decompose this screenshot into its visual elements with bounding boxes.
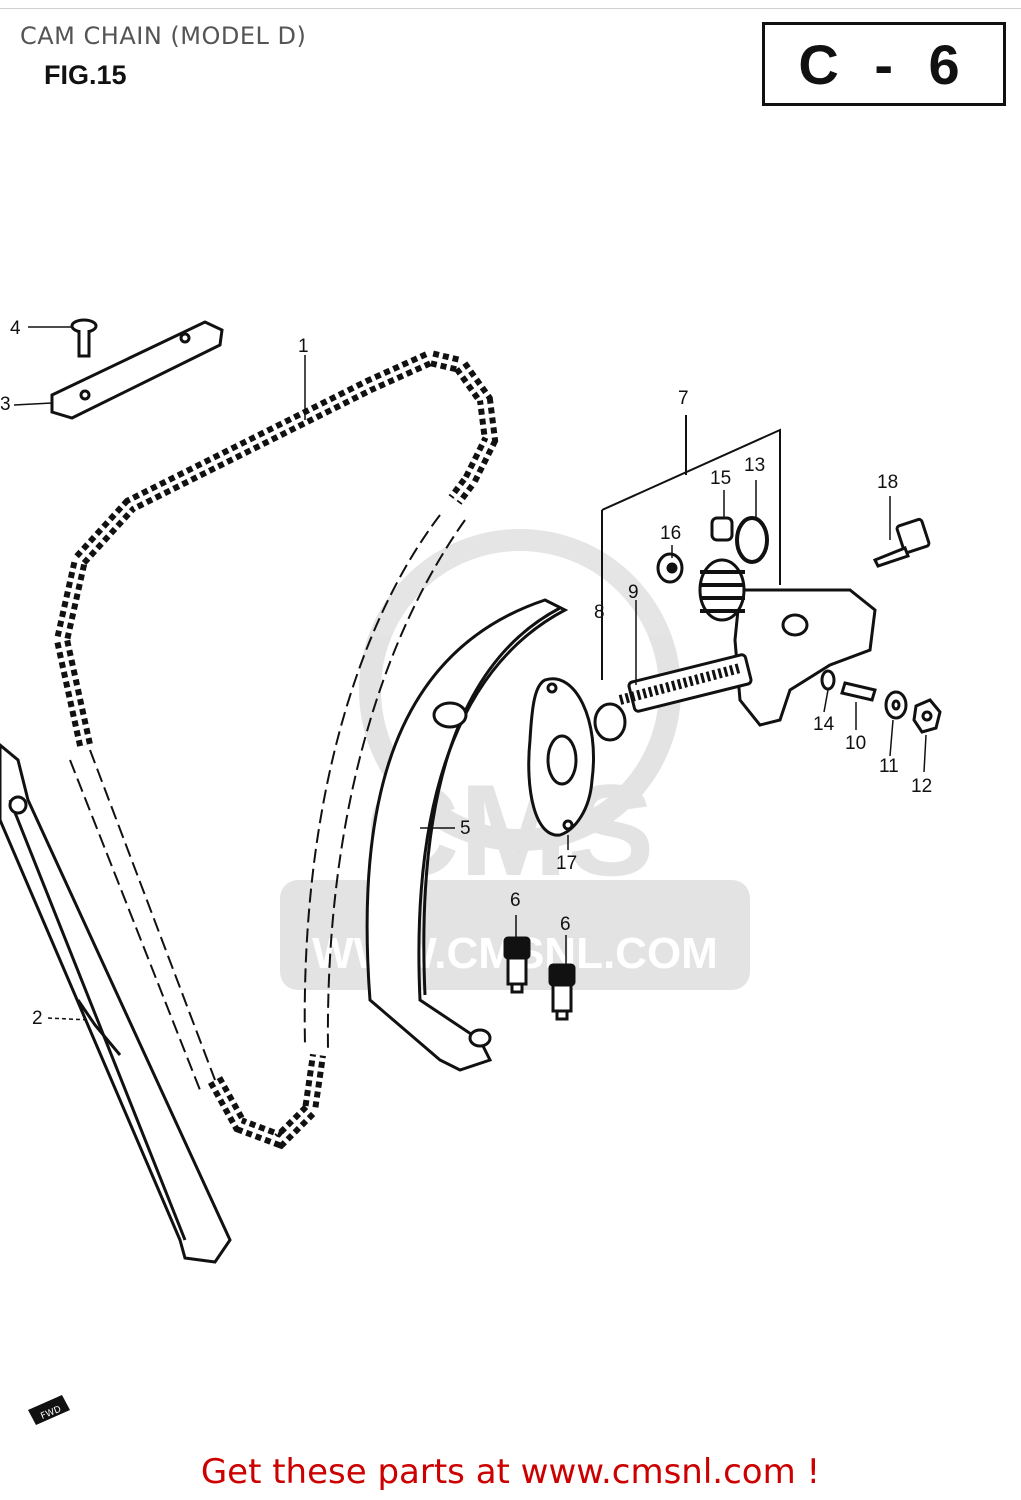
section-code-box: C - 6 <box>762 22 1006 106</box>
locknut <box>656 552 684 584</box>
tensioner-blade <box>365 598 569 1072</box>
callout-8: 8 <box>594 602 605 623</box>
top-rule <box>0 8 1021 9</box>
callout-18: 18 <box>877 472 899 493</box>
watermark: CMS WWW.CMSNL.COM <box>280 529 750 990</box>
callout-3: 3 <box>0 394 11 415</box>
tensioner-body <box>593 558 877 742</box>
footer-link-text[interactable]: Get these parts at www.cmsnl.com ! <box>200 1452 821 1492</box>
flat-washer <box>884 690 908 720</box>
section-code: C - 6 <box>798 32 970 96</box>
adjuster-screw <box>840 681 877 702</box>
fwd-marker: FWD <box>28 1395 70 1425</box>
callout-12: 12 <box>911 776 933 797</box>
o-ring <box>735 516 769 564</box>
upper-chain-guide <box>50 320 224 420</box>
guide-pin-1 <box>503 936 531 994</box>
tensioner-gasket <box>527 677 595 837</box>
hex-nut <box>912 698 942 734</box>
callout-9: 9 <box>628 582 639 603</box>
figure-label: FIG.15 <box>44 60 127 90</box>
callout-13: 13 <box>744 455 766 476</box>
page-title: CAM CHAIN (MODEL D) <box>20 22 307 50</box>
callout-1: 1 <box>298 336 309 357</box>
guide-pin-2 <box>548 963 576 1021</box>
spring-washer <box>820 669 836 691</box>
bushing <box>710 516 734 542</box>
callout-11: 11 <box>879 756 899 777</box>
callout-17: 17 <box>556 853 578 874</box>
callout-10: 10 <box>845 733 867 754</box>
callout-4: 4 <box>10 318 21 339</box>
front-chain-guide <box>0 743 232 1264</box>
callout-14: 14 <box>813 714 835 735</box>
tensioner-assembly-bracket <box>601 415 781 680</box>
callout-6-b: 6 <box>560 914 571 935</box>
callout-5: 5 <box>460 818 471 839</box>
cam-chain <box>53 349 499 1150</box>
callout-7: 7 <box>678 388 689 409</box>
callout-15: 15 <box>710 468 732 489</box>
callout-6-a: 6 <box>510 890 521 911</box>
callout-leaders <box>13 326 927 1021</box>
callout-16: 16 <box>660 523 682 544</box>
callout-2: 2 <box>32 1008 43 1029</box>
tensioner-bolt <box>872 517 931 568</box>
guide-bolt <box>70 318 98 358</box>
